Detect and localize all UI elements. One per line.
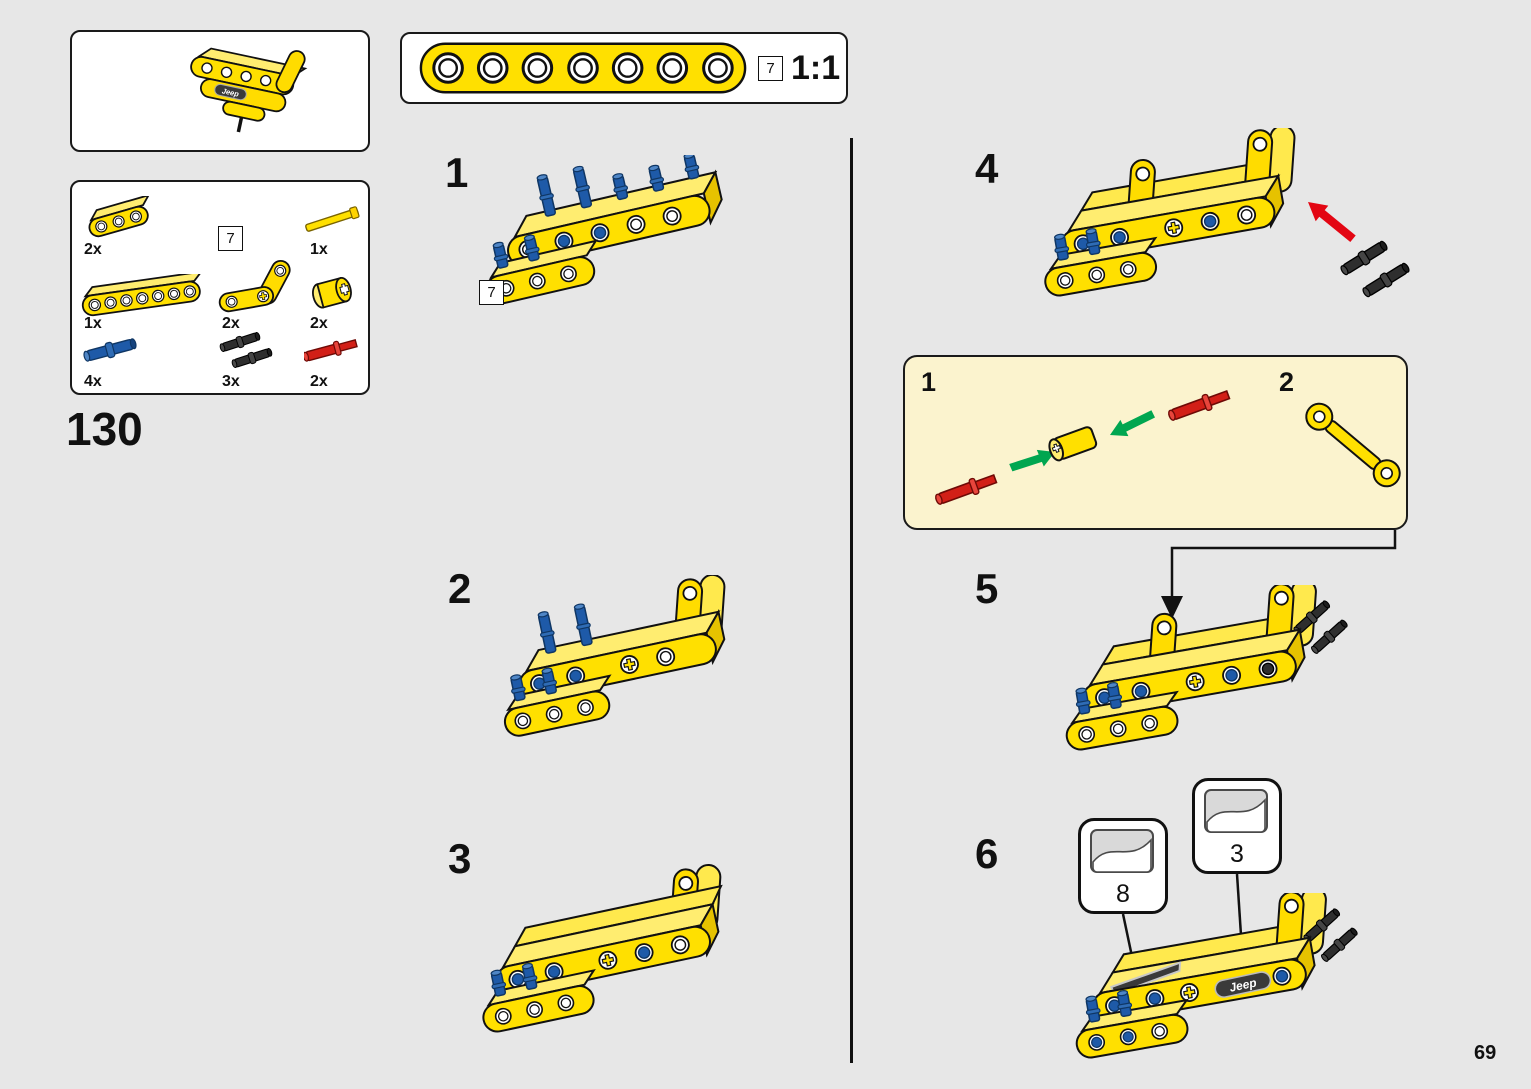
callout-connector-arrow [1161,530,1397,619]
substep-5-assembly-image [1065,585,1351,751]
callout-sub1-label: 1 [921,367,937,397]
part-axle-pin-red-icon [304,335,359,365]
sticker-sheet-icon [1204,789,1268,833]
part-pin-connector-yellow-icon [312,276,352,309]
substep-2-assembly-image [503,575,726,737]
sticker-number: 8 [1116,880,1130,908]
substep-1-label: 1 [445,149,469,196]
red-axle-pin-right [1165,386,1232,425]
column-divider [850,138,853,1063]
scale-check-panel: 7 1:1 [400,32,848,104]
scale-part-ref-box: 7 [758,55,783,81]
beam-7-actual-size-image [419,42,747,94]
scale-label: 1:1 [791,48,841,87]
assembly-green-arrow-right [1110,410,1155,437]
substep-6-label: 6 [975,830,999,877]
substep-4-label: 4 [975,145,999,192]
part-count: 2x [310,373,328,390]
jeep-sticker-text: Jeep [1228,975,1258,994]
parts-list-panel: 2x 7 1x 1x [70,180,370,395]
part-count: 2x [84,241,102,258]
sticker-number: 3 [1230,840,1244,868]
substep-1-assembly-image [485,155,723,305]
sticker-callout-8: 8 [1078,818,1168,914]
submodel-preview-image: Jeep [190,47,308,133]
substep-1-ref-box: 7 [479,280,504,305]
assembly-green-arrow-left [1009,449,1055,472]
part-count: 1x [84,315,102,332]
parts-ref: 7 [226,230,235,247]
part-count: 2x [310,315,328,332]
parts-ref-box: 7 [218,226,243,251]
red-axle-pin-left [932,470,999,509]
subassembly-callout-panel: 1 2 [903,355,1408,530]
part-pin-black-icon [218,329,274,371]
yellow-axle-connector [1048,426,1098,462]
substep-3-assembly-image [482,863,723,1033]
part-count: 2x [222,315,240,332]
preview-brand-sticker-text: Jeep [221,86,240,98]
substep-3-label: 3 [448,835,472,882]
scale-part-ref: 7 [766,59,775,77]
part-count: 1x [310,241,328,258]
sticker-callout-3: 3 [1192,778,1282,874]
preview-assembly: Jeep [190,47,308,133]
part-count: 4x [84,373,102,390]
sticker-sheet-icon [1090,829,1154,873]
part-axle-yellow-icon [303,205,361,235]
substep-4-assembly-image [1044,128,1410,301]
submodel-preview-panel: Jeep [70,30,370,152]
substep-1-ref: 7 [487,284,496,301]
part-beam-bent-icon [218,259,291,313]
part-pin-blue-icon [81,335,139,365]
part-count: 3x [222,373,240,390]
substep-6-assembly-image: Jeep [1075,893,1361,1059]
substep-5-label: 5 [975,565,999,612]
page-number: 69 [1474,1042,1497,1064]
substep-2-label: 2 [448,565,472,612]
insert-direction-red-arrow [1308,202,1356,242]
preview-brand-sticker [214,83,247,101]
step-number: 130 [66,403,143,455]
loose-black-pins [1337,237,1410,301]
callout-drawing [932,386,1401,509]
callout-sub2-label: 2 [1279,367,1295,397]
sticker-3-applied-jeep: Jeep [1214,971,1272,998]
yellow-link-part [1305,402,1401,488]
part-beam-3-thin-icon [88,196,151,238]
part-beam-7-icon [81,274,204,317]
